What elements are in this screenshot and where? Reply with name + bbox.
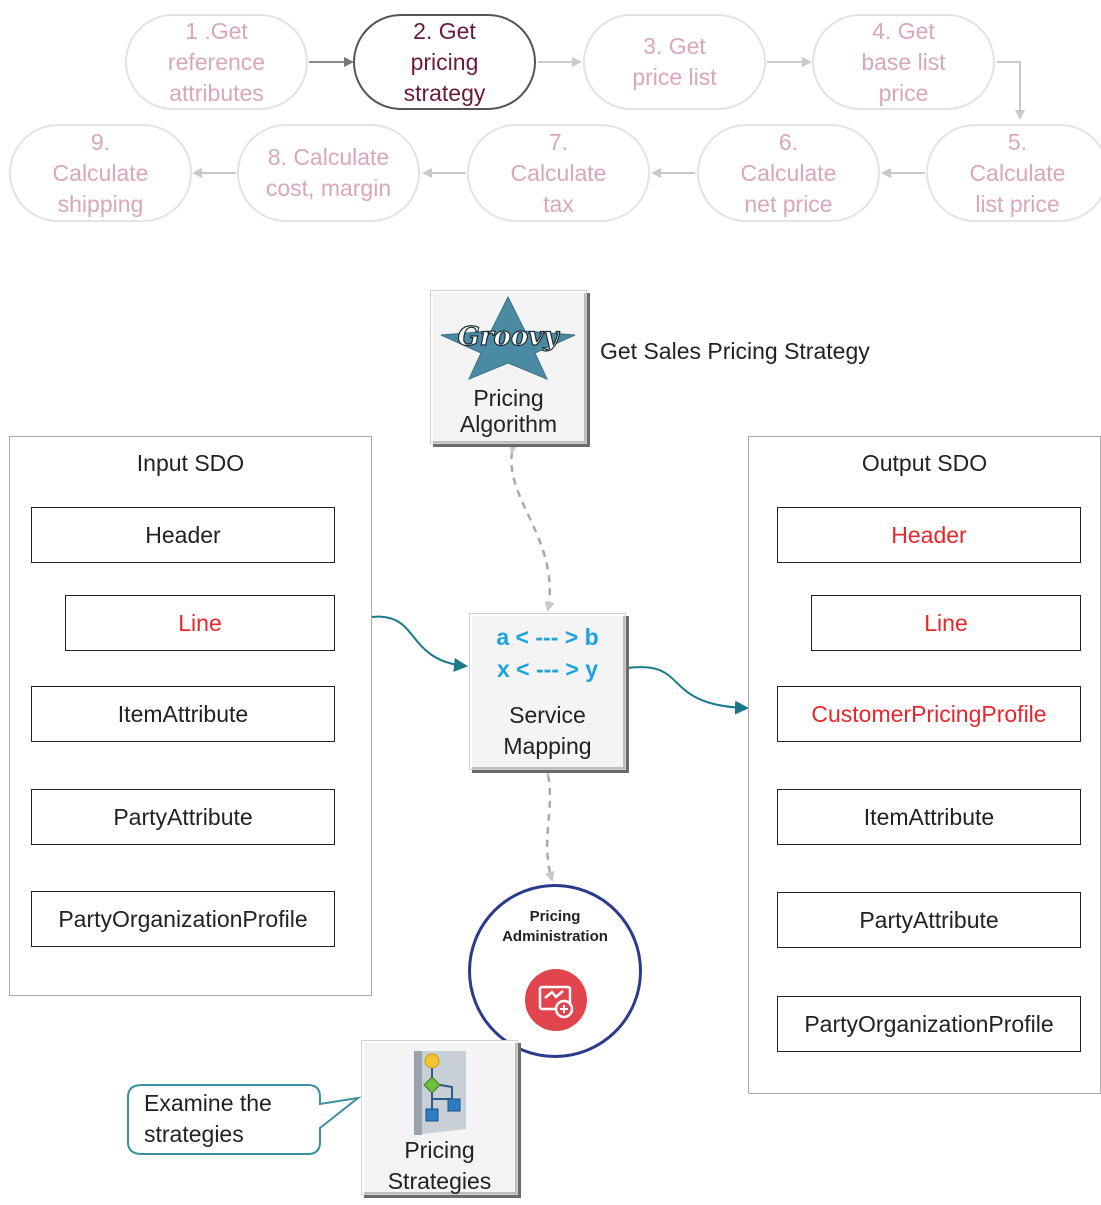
pricing-admin-icon — [525, 969, 587, 1031]
algorithm-mapping-connector — [508, 443, 555, 612]
input-field-partyorganizationprofile: PartyOrganizationProfile — [31, 891, 335, 947]
output-sdo-title: Output SDO — [861, 450, 988, 476]
groovy-logo-icon: Groovy — [440, 295, 576, 380]
pricing-strategies-label: Pricing Strategies — [387, 1137, 492, 1194]
output-field-header: Header — [777, 507, 1081, 563]
algorithm-caption: Get Sales Pricing Strategy — [600, 338, 870, 364]
service-mapping-tile: a < --- > b x < --- > y Service Mapping — [469, 613, 626, 770]
flow-step-5: 5. Calculate list price — [926, 124, 1101, 222]
mapping-line-1: a < --- > b — [496, 624, 599, 650]
flow-arrow-4-5 — [997, 61, 1025, 120]
flow-step-6: 6. Calculate net price — [697, 124, 880, 222]
output-field-itemattribute: ItemAttribute — [777, 789, 1081, 845]
input-field-partyattribute: PartyAttribute — [31, 789, 335, 845]
flow-step-8: 8. Calculate cost, margin — [237, 124, 420, 222]
mapping-admin-connector — [541, 766, 555, 882]
output-field-partyattribute: PartyAttribute — [777, 892, 1081, 948]
output-field-partyorganizationprofile: PartyOrganizationProfile — [777, 996, 1081, 1052]
callout-text: Examine the strategies — [144, 1090, 272, 1147]
flow-step-1: 1 .Get reference attributes — [125, 14, 308, 110]
pricing-algorithm-label: Pricing Algorithm — [459, 385, 558, 437]
input-field-itemattribute: ItemAttribute — [31, 686, 335, 742]
pricing-algorithm-tile: Groovy Pricing Algorithm — [430, 290, 587, 444]
input-field-line: Line — [65, 595, 335, 651]
hierarchy-icon — [414, 1051, 466, 1135]
callout-bubble — [127, 1084, 362, 1155]
input-field-header: Header — [31, 507, 335, 563]
flow-step-4: 4. Get base list price — [812, 14, 995, 110]
groovy-logo-text: Groovy — [458, 322, 561, 352]
flow-step-9: 9. Calculate shipping — [9, 124, 192, 222]
service-mapping-label: Service Mapping — [503, 702, 592, 759]
output-field-customerpricingprofile: CustomerPricingProfile — [777, 686, 1081, 742]
output-field-line: Line — [811, 595, 1081, 651]
flow-step-3: 3. Get price list — [583, 14, 766, 110]
input-to-mapping-arrow — [371, 615, 468, 672]
input-sdo-title: Input SDO — [136, 450, 245, 476]
pricing-administration-circle: Pricing Administration — [468, 884, 642, 1058]
flow-step-2: 2. Get pricing strategy — [353, 14, 536, 110]
flow-step-7: 7. Calculate tax — [467, 124, 650, 222]
pricing-administration-label: Pricing Administration — [502, 908, 608, 945]
mapping-to-output-arrow — [627, 666, 749, 715]
mapping-line-2: x < --- > y — [497, 656, 598, 682]
pricing-strategies-tile: Pricing Strategies — [361, 1040, 518, 1195]
